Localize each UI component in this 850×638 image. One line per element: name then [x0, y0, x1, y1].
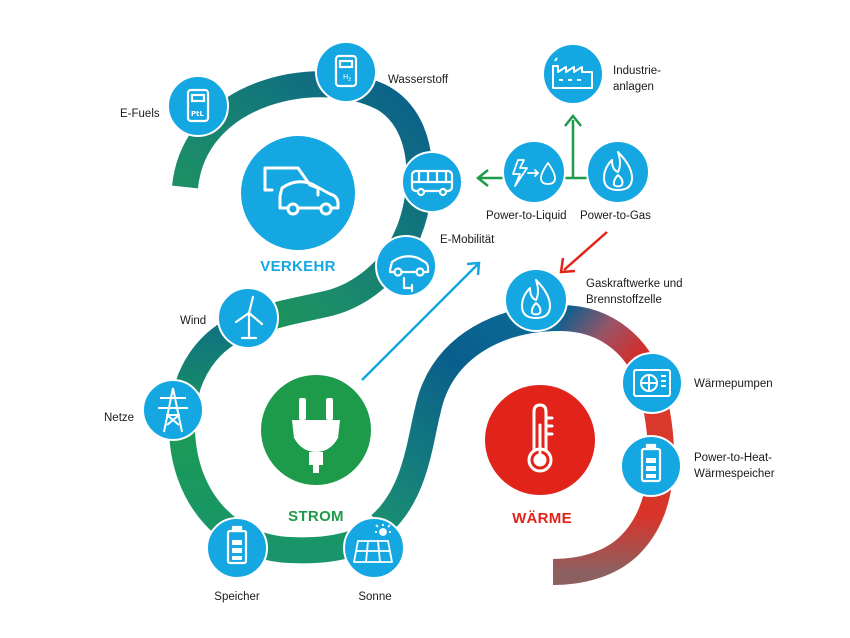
waerme-band-lower [552, 381, 675, 585]
h2-text: H [343, 73, 348, 81]
node-sonne[interactable] [343, 517, 405, 579]
label-waermepumpen: Wärmepumpen [694, 378, 773, 390]
strom-band [168, 305, 391, 564]
vehicles-icon [263, 166, 340, 216]
label-emobilitaet: E-Mobilität [440, 234, 495, 246]
electric-car-icon [388, 255, 430, 293]
node-industrieanlagen[interactable] [542, 43, 604, 105]
label-power-to-liquid: Power-to-Liquid [486, 210, 567, 222]
hydrogen-pump-icon [334, 54, 358, 88]
heat-pump-icon [633, 369, 671, 397]
flame-icon [521, 279, 551, 319]
sector-verkehr-label: VERKEHR [260, 258, 336, 275]
label-wasserstoff: Wasserstoff [388, 74, 449, 86]
node-emobilitaet[interactable] [375, 235, 437, 297]
sector-strom-label: STROM [288, 508, 344, 525]
node-wind[interactable] [217, 287, 279, 349]
waerme-circle[interactable] [485, 385, 595, 495]
sector-waerme-label: WÄRME [512, 510, 572, 527]
node-efuels[interactable]: PtL [167, 75, 229, 137]
thermometer-icon [527, 403, 554, 473]
label-efuels: E-Fuels [120, 108, 160, 120]
label-sonne: Sonne [358, 591, 392, 603]
bus-icon [410, 169, 454, 197]
arrow-strom-to-ptx [361, 263, 479, 381]
factory-icon [552, 57, 593, 89]
battery-icon [226, 525, 248, 565]
flame-icon [603, 151, 633, 191]
node-power-to-liquid[interactable] [502, 140, 566, 204]
label-industrieanlagen: Industrie- anlagen [613, 65, 661, 93]
h2-subscript: 2 [348, 77, 351, 83]
arrow-to-gaskraft [563, 231, 608, 271]
arrow-strom-to-ptx-head [466, 261, 481, 276]
ptl-tag: PtL [191, 110, 204, 118]
arrow-to-verkehr-head [475, 169, 489, 187]
node-netze[interactable] [142, 379, 204, 441]
label-gaskraftwerke: Gaskraftwerke und Brennstoffzelle [586, 278, 683, 306]
strom-waerme-band [370, 305, 561, 535]
node-bus[interactable] [401, 151, 463, 213]
wind-turbine-icon [234, 295, 264, 340]
ptl-pump-icon [186, 88, 210, 123]
label-power-to-heat: Power-to-Heat- Wärmespeicher [694, 452, 775, 480]
solar-panel-icon [353, 524, 393, 563]
node-speicher[interactable] [206, 517, 268, 579]
arrow-to-industrie-head [564, 113, 582, 127]
power-pylon-icon [158, 387, 188, 433]
plug-icon [292, 398, 340, 473]
node-power-to-gas[interactable] [586, 140, 650, 204]
verkehr-circle[interactable] [241, 136, 355, 250]
label-netze: Netze [104, 412, 135, 424]
strom-circle[interactable] [261, 375, 371, 485]
arrow-to-gaskraft-head [559, 257, 576, 274]
label-speicher: Speicher [214, 591, 260, 603]
label-wind: Wind [180, 315, 207, 327]
label-power-to-gas: Power-to-Gas [580, 210, 651, 222]
node-power-to-heat[interactable] [620, 435, 682, 497]
node-gaskraftwerke[interactable] [504, 268, 568, 332]
node-waermepumpen[interactable] [621, 352, 683, 414]
node-wasserstoff[interactable]: H 2 [315, 41, 377, 103]
power-to-liquid-icon [512, 159, 556, 187]
battery-icon [640, 443, 662, 483]
